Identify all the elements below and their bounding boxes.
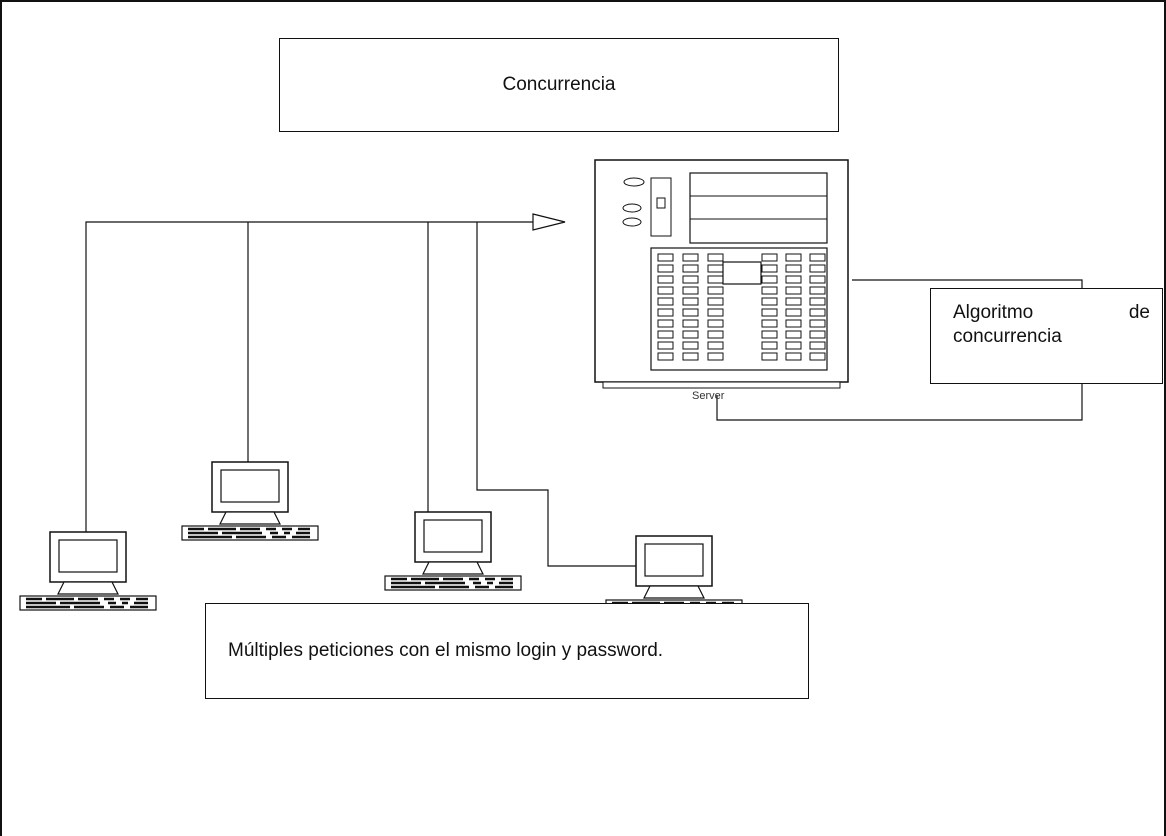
server-key <box>657 264 674 273</box>
server-key <box>682 297 699 306</box>
server-key <box>785 352 802 361</box>
server-key <box>809 297 826 306</box>
algorithm-label-line2: concurrencia <box>953 326 1062 347</box>
workstation-icon-1 <box>18 530 158 612</box>
diagram-title: Concurrencia <box>502 74 616 95</box>
server-key <box>657 253 674 262</box>
server-key <box>785 253 802 262</box>
server-key <box>682 330 699 339</box>
server-key <box>707 253 724 262</box>
server-key <box>809 286 826 295</box>
server-key <box>809 319 826 328</box>
title-box: Concurrencia <box>279 38 839 132</box>
algorithm-box: Algoritmo de concurrencia <box>930 288 1163 384</box>
workstation-icon-2 <box>180 460 320 542</box>
server-key <box>682 352 699 361</box>
server-key <box>785 286 802 295</box>
network-lines <box>85 221 640 567</box>
server-key <box>682 341 699 350</box>
server-key <box>761 330 778 339</box>
server-key <box>682 275 699 284</box>
server-key <box>657 297 674 306</box>
server-key <box>657 286 674 295</box>
server-key <box>682 264 699 273</box>
server-key <box>761 341 778 350</box>
server-key <box>761 264 778 273</box>
server-key <box>785 297 802 306</box>
server-key <box>682 319 699 328</box>
server-key <box>809 352 826 361</box>
server-loop-line <box>716 279 1083 421</box>
arrow-head <box>532 213 566 231</box>
server-key <box>707 352 724 361</box>
algorithm-label-left: Algoritmo <box>953 302 1034 323</box>
server-key <box>761 275 778 284</box>
requests-text: Múltiples peticiones con el mismo login … <box>228 640 664 661</box>
server-key <box>707 297 724 306</box>
server-key <box>761 286 778 295</box>
server-key <box>761 253 778 262</box>
server-icon <box>594 159 849 389</box>
server-key <box>785 264 802 273</box>
server-key <box>809 275 826 284</box>
server-key <box>682 308 699 317</box>
server-key <box>657 341 674 350</box>
server-key <box>707 330 724 339</box>
server-key <box>761 308 778 317</box>
algorithm-label-right: de <box>1128 302 1150 323</box>
server-key <box>707 275 724 284</box>
server-key <box>809 330 826 339</box>
server-label: Server <box>692 390 725 402</box>
server-key <box>657 319 674 328</box>
server-key <box>657 330 674 339</box>
workstation-icon-3 <box>383 510 523 592</box>
server-key <box>707 286 724 295</box>
server-key <box>785 308 802 317</box>
server-key <box>809 308 826 317</box>
server-key <box>785 330 802 339</box>
server-key <box>809 264 826 273</box>
server-key <box>761 352 778 361</box>
server-key <box>785 275 802 284</box>
server-key <box>657 308 674 317</box>
server-key <box>761 297 778 306</box>
server-key <box>682 286 699 295</box>
server-key <box>707 341 724 350</box>
server-key <box>707 319 724 328</box>
server-key <box>657 275 674 284</box>
server-key <box>809 341 826 350</box>
requests-box: Múltiples peticiones con el mismo login … <box>205 603 809 699</box>
server-key <box>707 264 724 273</box>
server-key <box>785 341 802 350</box>
server-key <box>785 319 802 328</box>
server-key <box>707 308 724 317</box>
server-key <box>682 253 699 262</box>
server-key <box>809 253 826 262</box>
server-key <box>657 352 674 361</box>
server-key <box>761 319 778 328</box>
